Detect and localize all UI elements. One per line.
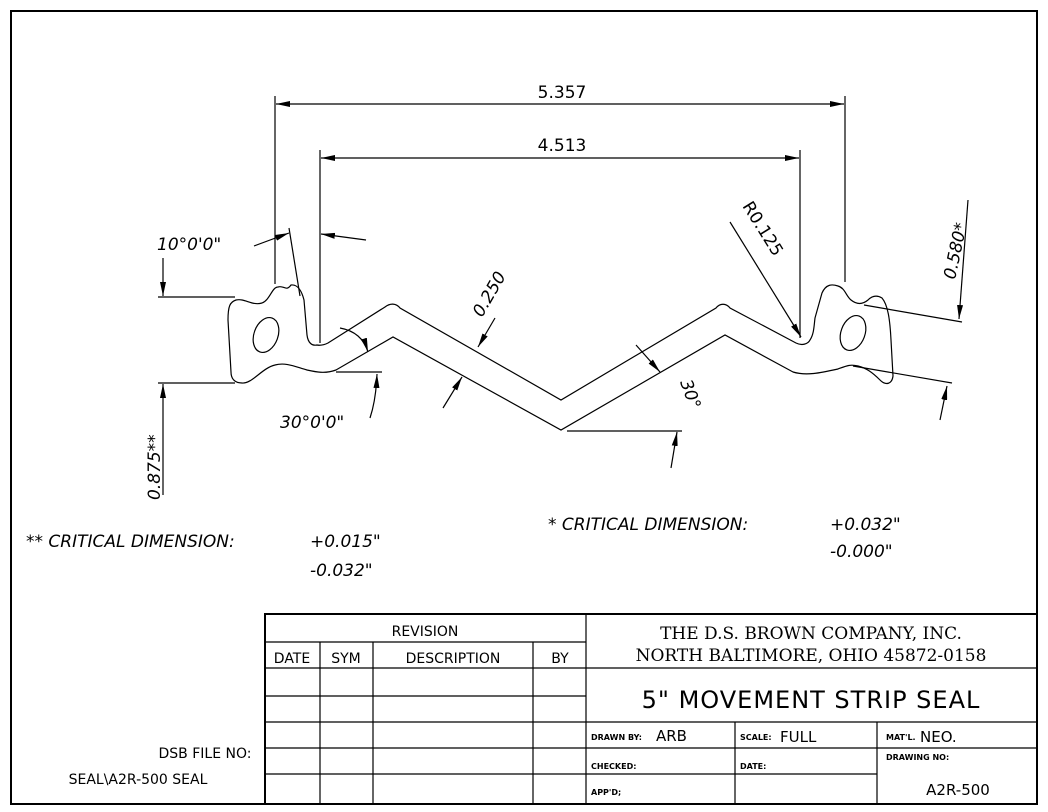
radius-label: R0.125 (738, 198, 787, 260)
revision-col-sym: SYM (331, 651, 361, 667)
note-label: ** CRITICAL DIMENSION: (26, 532, 235, 552)
scale-label: SCALE: (740, 733, 772, 742)
note-plus-tolerance: +0.032" (830, 515, 901, 535)
web-slope-label: 30° (675, 377, 704, 412)
scale: FULL (780, 728, 817, 746)
revision-title: REVISION (392, 624, 459, 640)
drawing-number-label: DRAWING NO: (886, 753, 949, 762)
file-number: DSB FILE NO: SEAL\A2R-500 SEAL (69, 746, 252, 788)
note-minus-tolerance: -0.032" (310, 561, 373, 581)
drawing-number: A2R-500 (926, 781, 990, 799)
left-hole (252, 316, 280, 354)
dimension-bottom (567, 430, 682, 469)
file-number-value: SEAL\A2R-500 SEAL (69, 772, 208, 788)
left-height-label: 0.875** (145, 434, 165, 500)
dimension-right-height: 0.580* (852, 199, 972, 421)
checked-label: CHECKED: (591, 762, 636, 771)
revision-col-by: BY (551, 651, 569, 667)
file-number-label: DSB FILE NO: (159, 746, 252, 762)
inner-width-label: 4.513 (538, 136, 587, 156)
critical-dimension-note-right: * CRITICAL DIMENSION: +0.032" -0.000" (548, 515, 901, 562)
dimension-inner-width: 4.513 (319, 136, 801, 343)
approved-label: APP'D; (591, 788, 621, 797)
dimension-overall-width: 5.357 (274, 83, 846, 284)
drawing-title: 5" MOVEMENT STRIP SEAL (642, 686, 981, 714)
revision-col-date: DATE (274, 651, 310, 667)
right-hole (839, 314, 867, 352)
material: NEO. (920, 728, 957, 746)
note-minus-tolerance: -0.000" (830, 542, 893, 562)
overall-width-label: 5.357 (538, 83, 587, 103)
dimension-web-angle: 30°0'0" (280, 327, 382, 433)
company-name: THE D.S. BROWN COMPANY, INC. (660, 624, 962, 644)
web-thickness-label: 0.250 (469, 268, 511, 320)
web-angle-label: 30°0'0" (280, 413, 344, 433)
revision-col-description: DESCRIPTION (406, 651, 501, 667)
dimension-left-height: 0.875** (145, 258, 235, 500)
side-angle-label: 10°0'0" (157, 235, 221, 255)
dimension-web-slope: 30° (635, 344, 704, 412)
critical-dimension-note-left: ** CRITICAL DIMENSION: +0.015" -0.032" (26, 532, 381, 581)
company-address: NORTH BALTIMORE, OHIO 45872-0158 (636, 646, 987, 666)
seal-profile (227, 284, 894, 431)
date-label: DATE: (740, 762, 766, 771)
right-height-label: 0.580* (940, 221, 971, 281)
note-label: * CRITICAL DIMENSION: (548, 515, 748, 535)
dimension-side-angle: 10°0'0" (157, 227, 367, 297)
drawn-by: ARB (656, 727, 687, 745)
dimension-radius: R0.125 (729, 198, 802, 338)
title-block: REVISION DATE SYM DESCRIPTION BY THE D.S… (264, 613, 1038, 805)
drawn-by-label: DRAWN BY: (591, 733, 642, 742)
note-plus-tolerance: +0.015" (310, 532, 381, 552)
material-label: MAT'L. (886, 733, 916, 742)
